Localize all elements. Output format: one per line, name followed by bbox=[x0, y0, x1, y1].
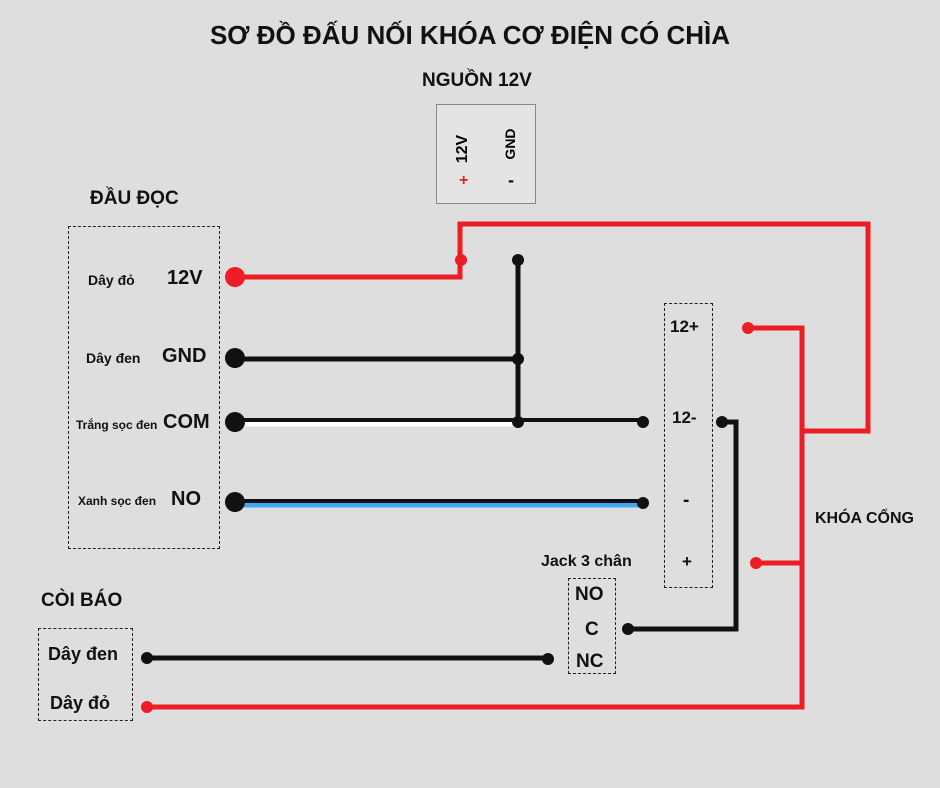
terminal-dot-reader-no bbox=[225, 492, 245, 512]
lock-terminal-label: + bbox=[682, 552, 692, 571]
power-positive-sign: + bbox=[459, 172, 469, 189]
terminal-dot-lock-12plus bbox=[742, 322, 754, 334]
lock-heading: KHÓA CỔNG bbox=[815, 510, 914, 527]
reader-box bbox=[68, 226, 220, 549]
reader-pin-label: 12V bbox=[167, 267, 203, 289]
junction-dot-com bbox=[512, 416, 524, 428]
jack-terminal-label: NC bbox=[576, 651, 604, 672]
buzzer-box bbox=[38, 628, 133, 721]
terminal-dot-reader-com bbox=[225, 412, 245, 432]
buzzer-heading: CÒI BÁO bbox=[41, 590, 123, 611]
terminal-dot-lock-12minus-left bbox=[637, 416, 649, 428]
jack-terminal-label: NO bbox=[575, 584, 604, 605]
wire-red-reader-12v bbox=[235, 221, 871, 434]
lock-terminal-label: 12+ bbox=[670, 317, 699, 336]
terminal-dot-jack-nc bbox=[542, 653, 554, 665]
junction-dot-power-ground bbox=[512, 254, 524, 266]
lock-terminal-box bbox=[664, 303, 713, 588]
terminal-dot-lock-12minus-right bbox=[716, 416, 728, 428]
power-ground-sign: - bbox=[508, 170, 514, 190]
diagram-title: SƠ ĐỒ ĐẤU NỐI KHÓA CƠ ĐIỆN CÓ CHÌA bbox=[209, 20, 731, 50]
wire-red-lock-12plus bbox=[146, 325, 805, 710]
power-source-heading: NGUỒN 12V bbox=[422, 70, 532, 91]
reader-pin-label: COM bbox=[163, 411, 210, 433]
terminal-dot-lock-minus bbox=[637, 497, 649, 509]
buzzer-wire-label: Dây đỏ bbox=[50, 693, 111, 713]
reader-pin-label: GND bbox=[162, 345, 207, 367]
reader-wire-label: Trắng sọc đen bbox=[76, 418, 158, 432]
reader-wire-label: Dây đỏ bbox=[88, 272, 135, 288]
junction-dot-gnd bbox=[512, 353, 524, 365]
buzzer-wire-label: Dây đen bbox=[48, 644, 119, 664]
jack-terminal-box bbox=[568, 578, 616, 674]
terminal-dot-buzzer-black bbox=[141, 652, 153, 664]
reader-wire-label: Dây đen bbox=[86, 350, 141, 366]
jack-heading: Jack 3 chân bbox=[541, 553, 632, 570]
terminal-dot-reader-12v bbox=[225, 267, 245, 287]
wire-black-lock-to-jack bbox=[628, 419, 739, 632]
reader-pin-label: NO bbox=[171, 488, 201, 510]
terminal-dot-lock-plus bbox=[750, 557, 762, 569]
terminal-dot-buzzer-red bbox=[141, 701, 153, 713]
reader-wire-label: Xanh sọc đen bbox=[78, 494, 157, 508]
terminal-dot-jack-c bbox=[622, 623, 634, 635]
terminal-dot-reader-gnd bbox=[225, 348, 245, 368]
reader-heading: ĐẦU ĐỌC bbox=[90, 188, 179, 209]
lock-terminal-label: 12- bbox=[672, 408, 697, 427]
junction-dot-power-positive bbox=[455, 254, 467, 266]
power-source-box bbox=[436, 104, 536, 204]
jack-terminal-label: C bbox=[585, 619, 599, 640]
lock-terminal-label: - bbox=[683, 490, 690, 511]
